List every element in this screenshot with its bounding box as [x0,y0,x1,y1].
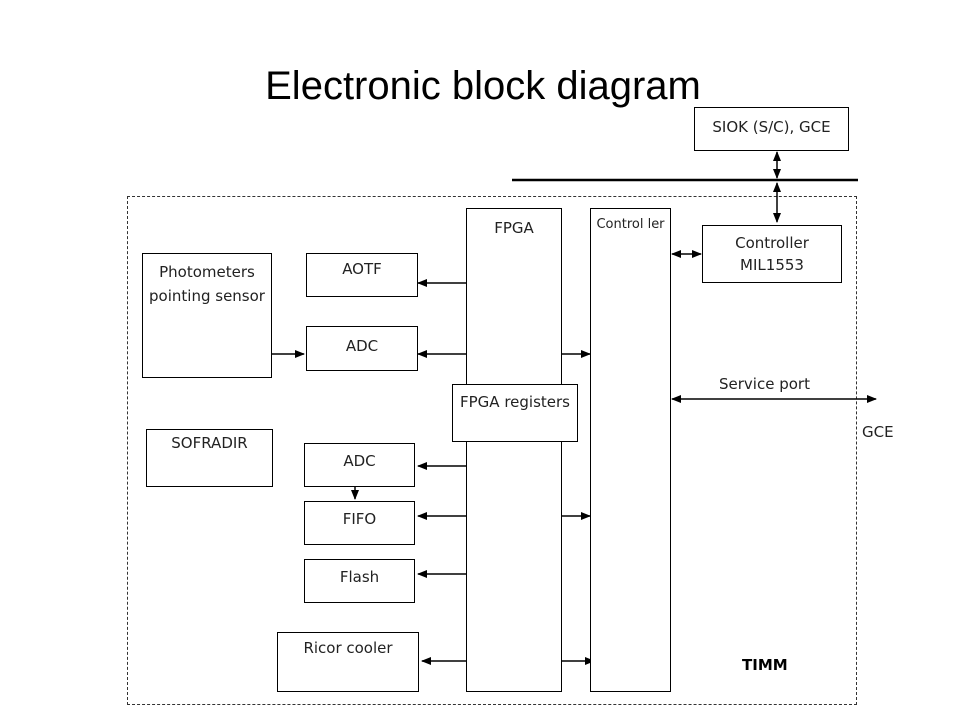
controller-mil1553-label: Controller MIL1553 [735,234,809,274]
timm-boundary [127,196,857,705]
sofradir-box: SOFRADIR [146,429,273,487]
fifo-label: FIFO [342,510,377,528]
siok-label: SIOK (S/C), GCE [712,118,831,136]
controller-label: Control ler [596,217,665,232]
siok-gce-box: SIOK (S/C), GCE [694,107,849,151]
fpga-label: FPGA [494,219,534,237]
adc-bottom-label: ADC [343,452,376,470]
timm-label: TIMM [742,656,788,674]
service-port-label: Service port [719,375,810,393]
photometers-label: Photometers pointing sensor [149,263,265,305]
controller-mil1553-box: Controller MIL1553 [702,225,842,283]
ricor-cooler-label: Ricor cooler [303,639,393,657]
adc-top-box: ADC [306,326,418,371]
fpga-registers-label: FPGA registers [460,393,570,411]
ricor-cooler-box: Ricor cooler [277,632,419,692]
adc-bottom-box: ADC [304,443,415,487]
sofradir-label: SOFRADIR [171,434,248,452]
fpga-block: FPGA [466,208,562,692]
flash-box: Flash [304,559,415,603]
flash-label: Flash [339,568,380,586]
aotf-label: AOTF [342,260,382,278]
photometers-box: Photometers pointing sensor [142,253,272,378]
adc-top-label: ADC [345,337,379,355]
fifo-box: FIFO [304,501,415,545]
controller-block: Control ler [590,208,671,692]
diagram-title: Electronic block diagram [265,64,701,108]
fpga-registers-box: FPGA registers [452,384,578,442]
gce-label: GCE [862,423,894,441]
aotf-box: AOTF [306,253,418,297]
